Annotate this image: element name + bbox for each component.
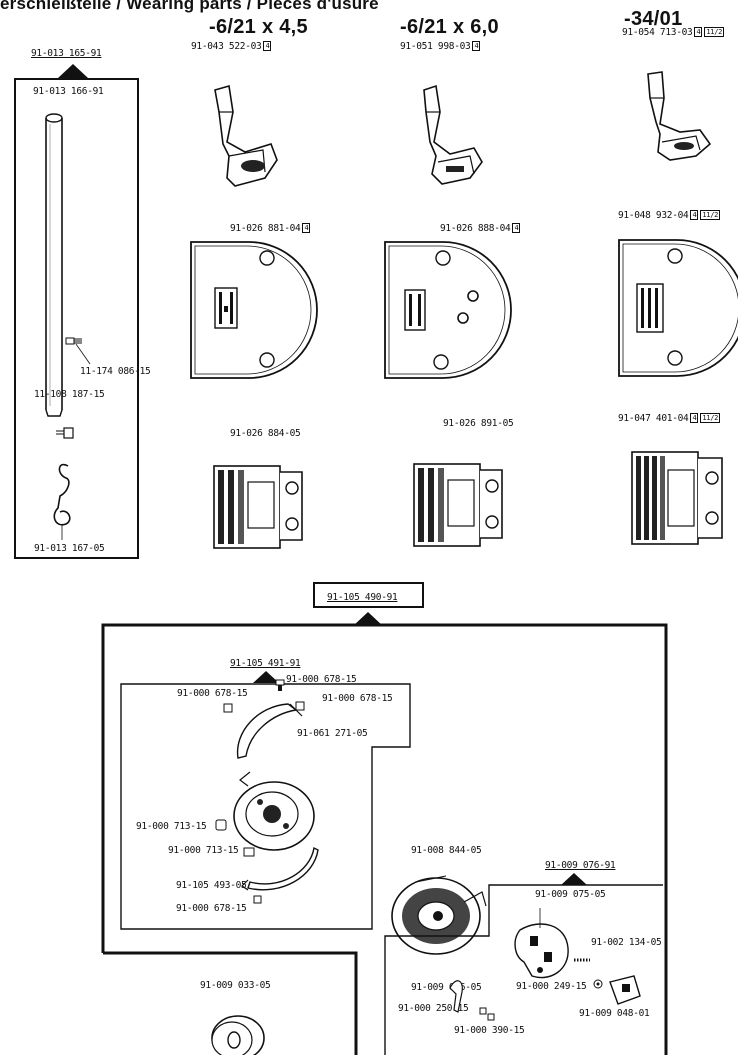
part-label-screw-a: 91-000 249-15 — [516, 981, 587, 992]
feed-dog-drawing-2 — [413, 463, 503, 547]
part-label-spring: 91-002 134-05 — [591, 937, 662, 948]
feed-dog-drawing-1 — [213, 465, 303, 549]
needle-bar-assembly-label: 91-013 165-91 — [31, 48, 102, 59]
throat-plate-drawing-2 — [384, 241, 512, 379]
part-label-screw-bottom: 91-000 678-15 — [176, 903, 247, 914]
throat-plate-drawing-3 — [618, 239, 738, 377]
needle-bar-frame — [14, 78, 139, 559]
part-label-set-screw-2: 91-000 713-15 — [168, 845, 239, 856]
page-header: erschleißteile / Wearing parts / Pièces … — [0, 0, 379, 13]
hook-assembly-label: 91-105 490-91 — [327, 592, 398, 603]
feed-dog-drawing-3 — [631, 451, 723, 545]
part-label-latch: 91-009 026-05 — [411, 982, 482, 993]
part-label-ring: 91-105 493-05 — [176, 880, 247, 891]
part-label-screw-right: 91-000 678-15 — [322, 693, 393, 704]
throat-plate-drawing-1 — [190, 241, 318, 379]
part-label-bobbin-case: 91-008 844-05 — [411, 845, 482, 856]
screw-label-2: 11-108 187-15 — [34, 389, 105, 400]
hook-sub-assembly-label: 91-105 491-91 — [230, 658, 301, 669]
column-title-1: -6/21 x 4,5 — [209, 16, 308, 38]
bobbin-assembly-pointer-triangle-icon — [561, 873, 587, 885]
part-label-bobbin-case-body: 91-009 075-05 — [535, 889, 606, 900]
rotary-hook-drawing — [215, 679, 319, 904]
needle-bar-drawing — [45, 113, 91, 540]
part-label-screw-c: 91-000 390-15 — [454, 1025, 525, 1036]
hook-assembly-pointer-triangle-icon — [353, 612, 383, 626]
column-title-2: -6/21 x 6,0 — [400, 16, 499, 38]
bobbin-case-assembly-frame — [384, 884, 663, 1055]
needle-bar-label: 91-013 166-91 — [33, 86, 104, 97]
screw-label-1: 11-174 086-15 — [80, 366, 151, 377]
sub-assembly-pointer-triangle-icon — [253, 671, 279, 683]
part-label-lever: 91-009 048-01 — [579, 1008, 650, 1019]
feed-dog-part-number-2: 91-026 891-05 — [443, 418, 514, 429]
assembly-pointer-triangle-icon — [58, 64, 88, 78]
guide-label: 91-013 167-05 — [34, 543, 105, 554]
part-label-gib: 91-061 271-05 — [297, 728, 368, 739]
part-label-screw-left: 91-000 678-15 — [177, 688, 248, 699]
part-label-set-screw: 91-000 713-15 — [136, 821, 207, 832]
presser-foot-drawing-2 — [423, 84, 483, 185]
part-label-screw-b: 91-000 250-15 — [398, 1003, 469, 1014]
bobbin-case-drawing — [391, 875, 487, 955]
bobbin-case-assembly-label: 91-009 076-91 — [545, 860, 616, 871]
part-label-screw-top: 91-000 678-15 — [286, 674, 357, 685]
hook-sub-assembly-frame — [120, 683, 411, 930]
part-label-bobbin: 91-009 033-05 — [200, 980, 271, 991]
hook-assembly-frame — [101, 623, 668, 1055]
column-title-3: -34/01 — [624, 8, 683, 30]
presser-foot-drawing-3 — [647, 71, 712, 161]
bobbin-drawing — [211, 1015, 265, 1055]
hook-assembly-label-box — [313, 582, 424, 608]
feed-dog-part-number-1: 91-026 884-05 — [230, 428, 301, 439]
bobbin-case-parts-drawing — [449, 908, 641, 1021]
presser-foot-drawing-1 — [214, 84, 278, 187]
